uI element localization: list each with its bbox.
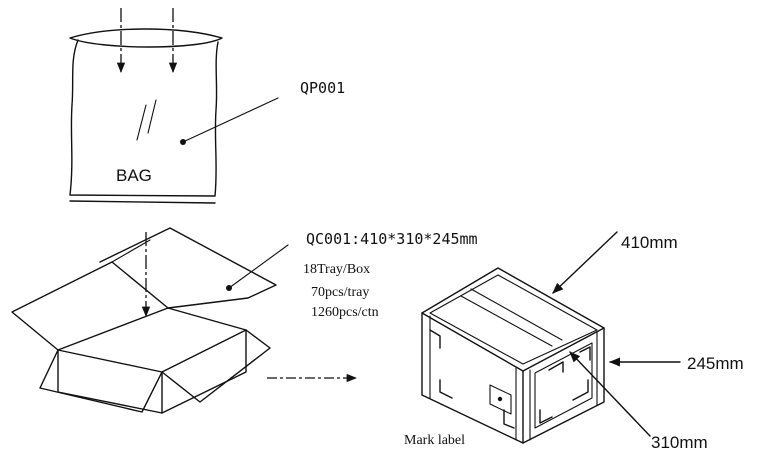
bag-opening: [69, 28, 223, 48]
box-right-inner-frame: [534, 342, 593, 429]
carton-flap-back: [99, 227, 277, 309]
box-bracket-2: [579, 346, 591, 361]
bag-outline: [69, 39, 219, 197]
mark-label-text: Mark label: [404, 433, 465, 448]
dim-width-label: 310mm: [651, 433, 708, 452]
box-bracket-6: [439, 379, 453, 399]
carton-leader-line: [228, 244, 289, 289]
box-bracket-5: [429, 329, 441, 349]
closed-box-illustration: [421, 267, 605, 444]
open-carton-illustration: [11, 227, 289, 414]
carton-pcs-per-carton: 1260pcs/ctn: [311, 305, 379, 320]
carton-pcs-per-tray: 70pcs/tray: [311, 285, 369, 300]
box-bracket-7: [503, 409, 515, 429]
bag-leader-line: [182, 97, 279, 143]
carton-flap-right: [161, 329, 271, 403]
carton-back-edge: [111, 239, 151, 263]
box-tape-line-1: [460, 295, 553, 347]
carton-front-left: [57, 349, 163, 414]
bag-glare-2: [147, 99, 157, 134]
box-bracket-4: [572, 379, 589, 401]
box-bracket-1: [548, 361, 564, 373]
carton-flap-left: [11, 261, 169, 351]
box-bracket-3: [539, 409, 553, 424]
carton-tray-per-box: 18Tray/Box: [303, 262, 370, 277]
carton-rim: [57, 307, 247, 373]
bag-bottom-seal: [69, 200, 216, 204]
dim-height-label: 245mm: [687, 354, 744, 373]
carton-front-right: [161, 329, 247, 414]
bag-code: QP001: [300, 79, 345, 97]
box-tape-line-2: [470, 288, 563, 341]
dim-length-label: 410mm: [621, 233, 678, 252]
carton-flap-front: [39, 349, 163, 413]
box-left-face: [421, 312, 524, 444]
carton-code: QC001:410*310*245mm: [306, 230, 478, 248]
bag-label: BAG: [116, 166, 152, 185]
mark-label-dot: [497, 396, 503, 402]
bag-glare-1: [136, 104, 147, 141]
dim-arrow-length: [552, 231, 618, 294]
box-right-face: [522, 327, 605, 444]
dim-arrow-width: [569, 351, 651, 437]
bag-illustration: BAG: [69, 8, 279, 204]
box-top-inner: [429, 274, 598, 365]
box-mark-label: [489, 384, 512, 415]
